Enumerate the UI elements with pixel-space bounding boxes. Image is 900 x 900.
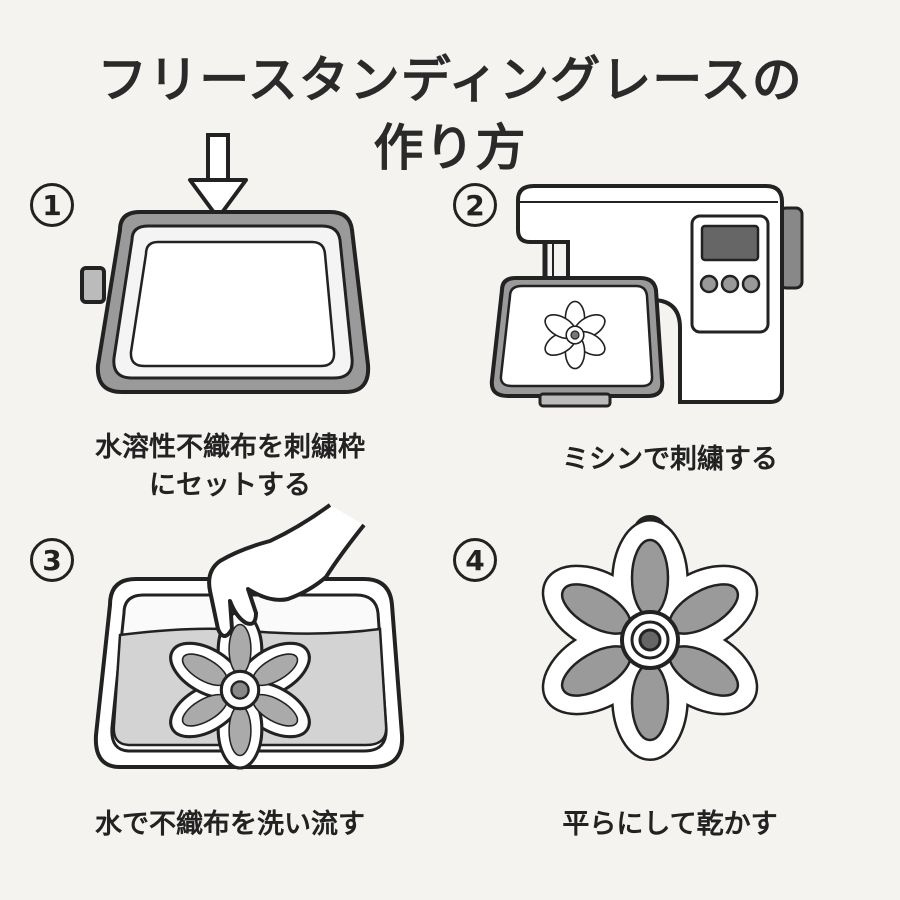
panel-button-icon xyxy=(720,274,740,294)
hoop-screw-icon xyxy=(80,266,106,304)
step1-caption-line1: 水溶性不織布を刺繍枠 xyxy=(95,432,365,463)
step4-number-badge: 4 xyxy=(453,538,497,582)
water-basin-illustration xyxy=(93,503,405,770)
step4-caption: 平らにして乾かす xyxy=(562,809,778,840)
panel-button-icon xyxy=(699,274,719,294)
sewing-machine-illustration xyxy=(489,184,804,408)
embroidery-hoop-illustration xyxy=(80,133,371,394)
down-arrow-icon xyxy=(188,133,248,220)
step2-number-badge: 2 xyxy=(453,183,497,227)
step3-number-badge: 3 xyxy=(30,538,74,582)
lace-flower-in-progress xyxy=(544,300,606,370)
hand-icon xyxy=(207,503,366,638)
step1-number-badge: 1 xyxy=(30,183,74,227)
step1-caption-line2: にセットする xyxy=(149,470,311,501)
display-screen xyxy=(700,224,760,262)
finished-lace-flower-illustration xyxy=(541,515,759,761)
page-title-line1: フリースタンディングレースの xyxy=(97,51,803,109)
panel-button-icon xyxy=(741,274,761,294)
step2-caption: ミシンで刺繍する xyxy=(562,444,778,475)
step3-caption: 水で不織布を洗い流す xyxy=(95,809,365,840)
stabilizer-sheet xyxy=(129,240,336,368)
lace-flower-soaking xyxy=(169,610,311,770)
page-title-line2: 作り方 xyxy=(373,119,527,177)
